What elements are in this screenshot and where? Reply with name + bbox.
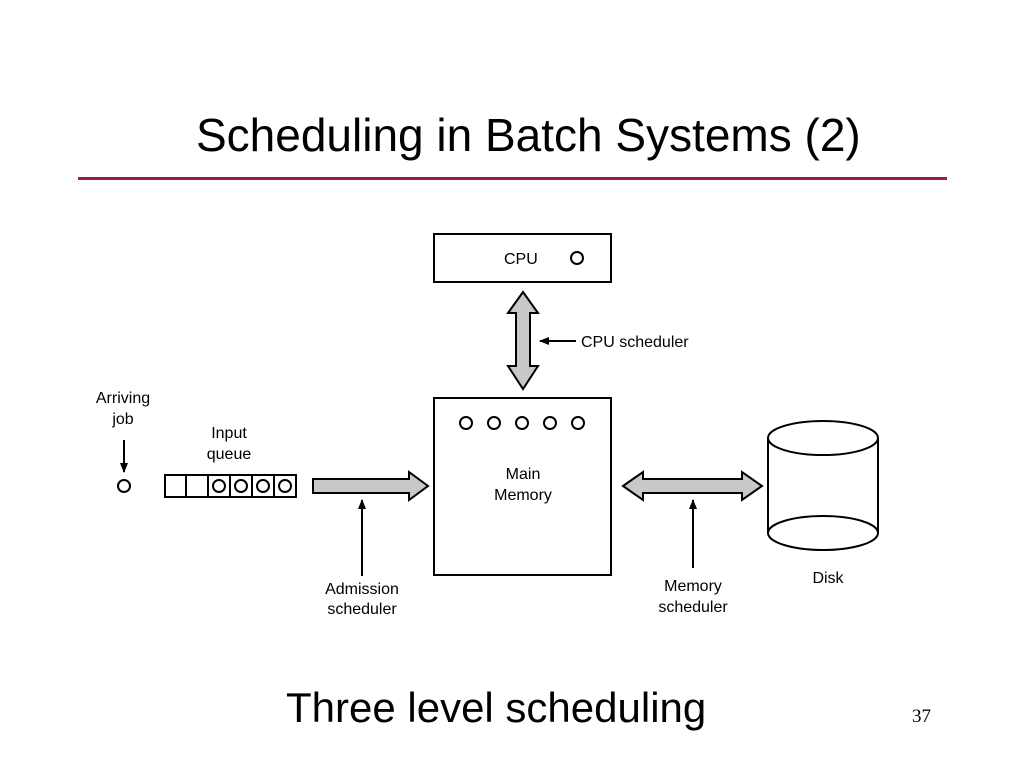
admission-scheduler-label-line2: scheduler [327, 601, 397, 618]
input-queue-label-line2: queue [207, 446, 252, 463]
arriving-job-label-line2: job [111, 411, 133, 428]
memory-process-circle [543, 416, 557, 430]
disk-label: Disk [812, 570, 844, 587]
input-queue [164, 474, 297, 498]
input-queue-label-line1: Input [211, 425, 247, 442]
slide-title: Scheduling in Batch Systems (2) [196, 109, 861, 161]
disk-icon [767, 420, 879, 551]
page-number: 37 [912, 706, 931, 727]
main-memory-label-line2: Memory [494, 487, 552, 504]
memory-process-circle [515, 416, 529, 430]
arriving-job-circle [117, 479, 131, 493]
slide-caption: Three level scheduling [286, 684, 707, 731]
memory-scheduler-label-line2: scheduler [658, 599, 728, 616]
main-memory-box: Main Memory [433, 397, 612, 576]
main-memory-label-line1: Main [506, 466, 541, 483]
cpu-box: CPU [433, 233, 612, 283]
queued-job-circle [234, 479, 248, 493]
queued-job-circle [278, 479, 292, 493]
cpu-process-circle [570, 251, 584, 265]
title-divider [78, 177, 947, 180]
memory-disk-arrow [621, 470, 764, 502]
admission-arrow [312, 470, 430, 502]
memory-process-circle [487, 416, 501, 430]
cpu-label: CPU [504, 251, 538, 268]
arriving-job-label-line1: Arriving [96, 390, 150, 407]
cpu-memory-arrow [506, 290, 540, 391]
memory-process-circle [459, 416, 473, 430]
memory-scheduler-label-line1: Memory [664, 578, 722, 595]
queued-job-circle [212, 479, 226, 493]
memory-process-circle [571, 416, 585, 430]
queued-job-circle [256, 479, 270, 493]
admission-scheduler-label-line1: Admission [325, 581, 399, 598]
cpu-scheduler-label: CPU scheduler [581, 334, 689, 351]
